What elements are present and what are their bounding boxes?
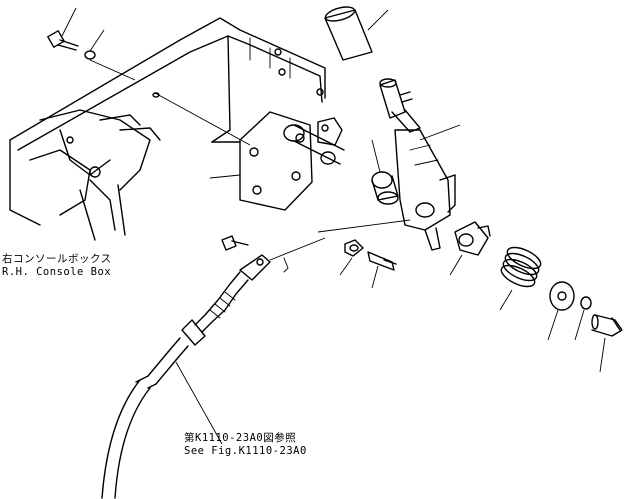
- nut: [344, 239, 364, 257]
- bolt-top-left: [47, 30, 79, 51]
- lever-assembly: [379, 78, 456, 251]
- lock-plate: [454, 221, 491, 256]
- coil-spring: [500, 246, 542, 288]
- collar: [371, 171, 399, 205]
- washer-large: [549, 281, 575, 311]
- reference-label-jp: 第K1110-23A0図参照: [184, 431, 296, 444]
- console-box-label-en: R.H. Console Box: [2, 266, 111, 278]
- bolt-right: [591, 314, 623, 337]
- reference-label-en: See Fig.K1110-23A0: [184, 445, 307, 457]
- bolt-mid: [367, 251, 397, 271]
- console-box: [9, 17, 326, 241]
- control-cable: [101, 254, 289, 499]
- pin-top: [324, 6, 373, 61]
- bracket-plate: [239, 111, 345, 211]
- bolt-cable-clevis: [221, 235, 249, 251]
- washer-top-left: [84, 50, 96, 60]
- washer-small: [580, 296, 592, 310]
- console-box-label-jp: 右コンソールボックス: [2, 252, 112, 265]
